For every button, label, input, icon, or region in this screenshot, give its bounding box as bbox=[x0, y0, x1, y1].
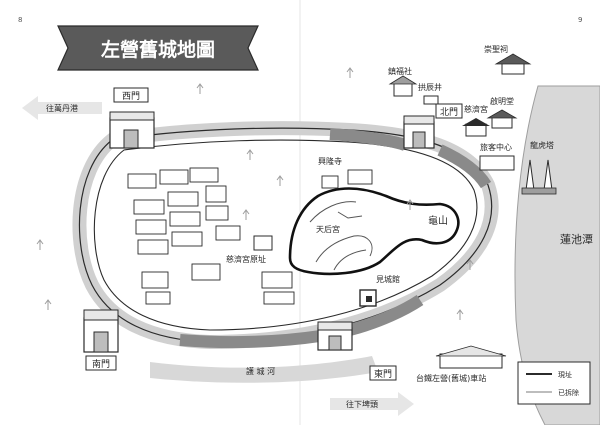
landmark-jiancheng-hall: 見城館 bbox=[359, 274, 400, 307]
page-number-right: 9 bbox=[578, 16, 582, 24]
landmark-railway-station: 台鐵左營(舊城)車站 bbox=[416, 345, 507, 383]
svg-text:南門: 南門 bbox=[92, 358, 110, 370]
north-gate: 北門 bbox=[403, 103, 463, 149]
svg-text:興隆寺: 興隆寺 bbox=[318, 156, 342, 166]
landmark-ciji: 慈濟宮 bbox=[462, 104, 490, 137]
arrow-west: 往萬丹港 bbox=[22, 96, 102, 120]
page-number-left: 8 bbox=[18, 16, 22, 24]
svg-text:東門: 東門 bbox=[374, 368, 392, 380]
svg-text:崇聖祠: 崇聖祠 bbox=[484, 44, 508, 54]
landmark-chongsheng: 崇聖祠 bbox=[484, 44, 532, 75]
east-gate: 東門 bbox=[317, 321, 397, 381]
svg-text:見城館: 見城館 bbox=[376, 274, 400, 284]
arrow-south: 往下埤頭 bbox=[330, 392, 414, 416]
map-title: 左營舊城地圖 bbox=[101, 38, 215, 61]
svg-text:慈濟宮原址: 慈濟宮原址 bbox=[226, 254, 266, 264]
svg-text:往下埤頭: 往下埤頭 bbox=[346, 399, 378, 409]
svg-text:往萬丹港: 往萬丹港 bbox=[46, 103, 78, 113]
svg-text:拱辰井: 拱辰井 bbox=[418, 82, 442, 92]
landmark-tianhou-temple: 天后宮 bbox=[316, 224, 340, 234]
legend-existing-label: 現址 bbox=[558, 370, 572, 379]
mountain-label: 龜山 bbox=[428, 214, 448, 227]
moat: 護 城 河 bbox=[150, 356, 378, 383]
landmark-visitor-center: 旅客中心 bbox=[479, 142, 515, 171]
lotus-lake: 蓮池潭 bbox=[514, 85, 600, 426]
svg-text:台鐵左營(舊城)車站: 台鐵左營(舊城)車站 bbox=[416, 373, 486, 383]
legend: 現址 已拆除 bbox=[517, 361, 591, 405]
turtle-mountain: 龜山 bbox=[288, 187, 460, 276]
landmark-zhenfu: 鎮福社 bbox=[388, 66, 418, 97]
city-wall bbox=[72, 121, 499, 350]
svg-text:龍虎塔: 龍虎塔 bbox=[530, 140, 554, 150]
lake-label: 蓮池潭 bbox=[560, 232, 593, 246]
landmark-gongchen-well: 拱辰井 bbox=[418, 82, 442, 105]
landmark-longhu-pagodas: 龍虎塔 bbox=[521, 140, 557, 195]
tree-icons bbox=[36, 67, 474, 320]
svg-text:西門: 西門 bbox=[122, 91, 140, 102]
svg-text:鎮福社: 鎮福社 bbox=[388, 66, 412, 76]
svg-text:啟明堂: 啟明堂 bbox=[490, 96, 514, 106]
svg-text:慈濟宮: 慈濟宮 bbox=[464, 104, 488, 114]
village-buildings bbox=[127, 167, 373, 305]
landmark-xinglong-temple: 興隆寺 bbox=[318, 156, 342, 166]
west-gate: 西門 bbox=[109, 87, 155, 149]
svg-text:旅客中心: 旅客中心 bbox=[480, 142, 512, 152]
landmark-ciji-old-site: 慈濟宮原址 bbox=[226, 235, 273, 264]
moat-label: 護 城 河 bbox=[246, 366, 275, 376]
landmark-qiming: 啟明堂 bbox=[486, 96, 518, 129]
svg-text:天后宮: 天后宮 bbox=[316, 224, 340, 234]
svg-text:北門: 北門 bbox=[440, 107, 458, 118]
south-gate: 南門 bbox=[83, 309, 119, 371]
title-banner: 左營舊城地圖 bbox=[57, 25, 259, 71]
legend-demolished-label: 已拆除 bbox=[558, 388, 579, 397]
